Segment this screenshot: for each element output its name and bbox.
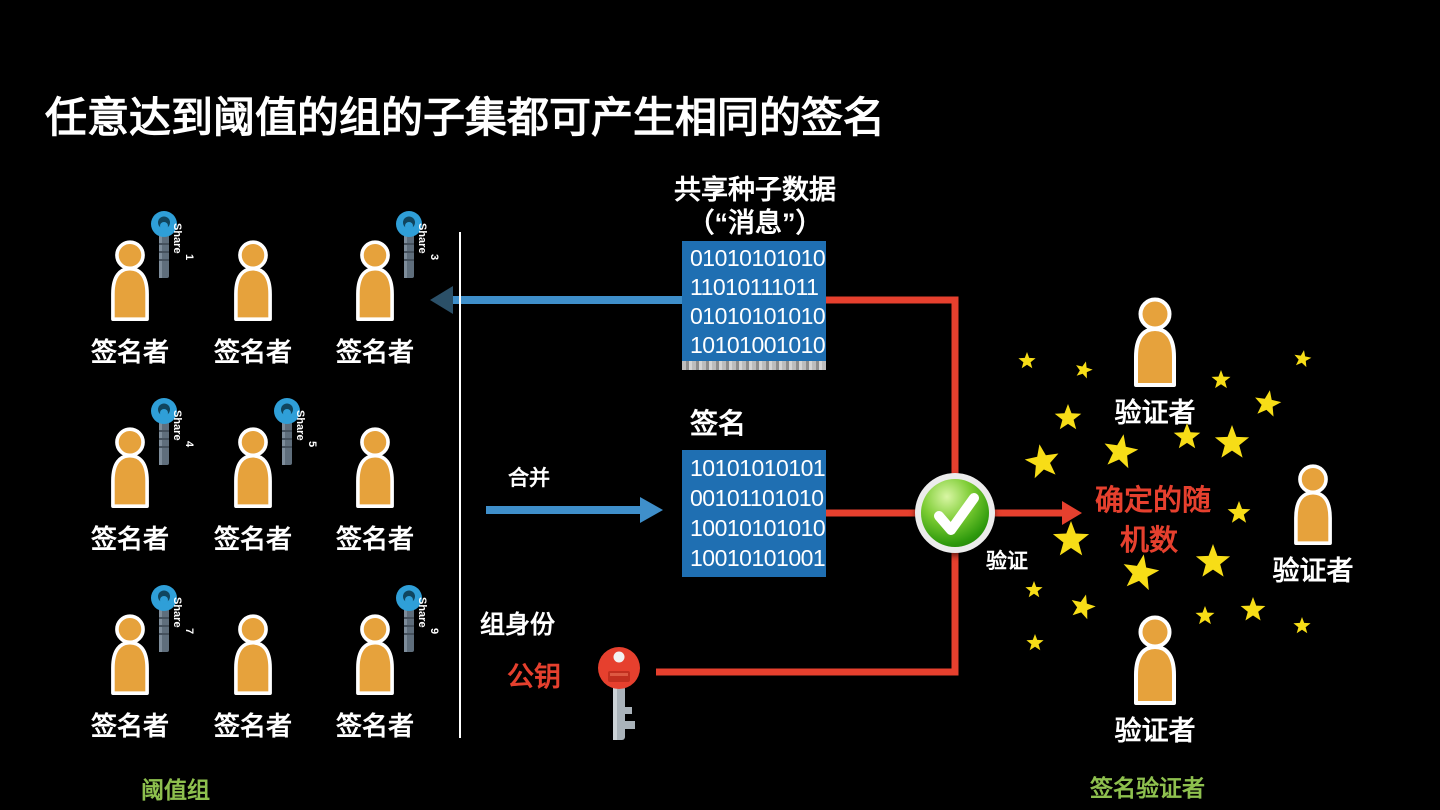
message-box-shadow [682, 361, 826, 370]
star-icon [1024, 632, 1046, 659]
public-key-label: 公钥 [507, 662, 561, 692]
star-icon [1171, 421, 1203, 458]
message-bits-box: 01010101010 11010111011 01010101010 1010100… [682, 241, 826, 361]
signature-verifiers-caption: 签名验证者 [1090, 775, 1205, 801]
merge-arrowhead-icon [640, 497, 663, 523]
signer-label: 签名者 [90, 711, 169, 741]
share-label: Share [171, 410, 183, 441]
bit-string: 10010101001 [690, 545, 826, 571]
verifier-person-icon [1125, 613, 1185, 711]
signer-person-icon [226, 612, 280, 701]
signer-person-icon [226, 425, 280, 514]
share-number: 9 [428, 628, 440, 635]
star-icon [1016, 350, 1038, 377]
group-divider-line [459, 232, 461, 738]
signer-person-icon [103, 612, 157, 701]
share-number: 7 [183, 628, 195, 635]
bit-string: 10101001010 [690, 332, 826, 358]
signer-person-icon [103, 425, 157, 514]
verifier-label: 验证者 [1114, 716, 1196, 746]
signer-person-icon [348, 425, 402, 514]
bit-string: 10010101010 [690, 515, 826, 541]
star-icon [1289, 346, 1315, 376]
star-icon [1193, 542, 1233, 587]
signer-person-icon [226, 238, 280, 327]
signer-label: 签名者 [335, 524, 414, 554]
verifier-person-icon [1286, 462, 1340, 551]
verifier-person-icon [1125, 295, 1185, 393]
bit-string: 01010101010 [690, 245, 826, 271]
bit-string: 00101101010 [690, 485, 824, 511]
star-icon [1019, 439, 1066, 490]
star-icon [1291, 615, 1313, 642]
distribute-arrow-line [450, 296, 683, 304]
share-label: Share [416, 223, 428, 254]
threshold-group-caption: 阈值组 [141, 777, 210, 803]
star-icon [1115, 549, 1165, 603]
signer-person-icon [348, 238, 402, 327]
star-icon [1096, 429, 1143, 480]
share-label: Share [171, 597, 183, 628]
share-number: 5 [306, 441, 318, 448]
verifier-label: 验证者 [1272, 556, 1354, 586]
star-icon [1212, 423, 1252, 468]
star-icon [1248, 386, 1286, 428]
result-text-line1: 确定的随 [1095, 485, 1212, 517]
star-icon [1193, 604, 1217, 633]
public-key-icon [598, 647, 640, 740]
star-icon [1023, 579, 1045, 606]
signer-person-icon [348, 612, 402, 701]
signer-label: 签名者 [335, 337, 414, 367]
result-arrowhead-icon [1062, 501, 1082, 525]
verifier-label: 验证者 [1114, 398, 1196, 428]
star-icon [1052, 402, 1084, 439]
signer-person-icon [103, 238, 157, 327]
signer-label: 签名者 [213, 711, 292, 741]
share-number: 4 [183, 441, 195, 448]
verify-label: 验证 [986, 550, 1028, 573]
star-icon [1063, 589, 1101, 631]
bit-string: 11010111011 [690, 274, 819, 300]
signer-label: 签名者 [213, 524, 292, 554]
signature-bits-box: 10101010101 00101101010 10010101010 1001010… [682, 450, 826, 577]
star-icon [1238, 595, 1268, 630]
share-number: 3 [428, 254, 440, 261]
signer-label: 签名者 [90, 337, 169, 367]
shared-seed-heading-line2: （“消息”） [687, 208, 823, 238]
page-title: 任意达到阈值的组的子集都可产生相同的签名 [45, 94, 886, 141]
signer-label: 签名者 [335, 711, 414, 741]
bit-string: 10101010101 [690, 455, 826, 481]
bit-string: 01010101010 [690, 303, 826, 329]
share-number: 1 [183, 254, 195, 261]
star-icon [1209, 368, 1233, 397]
star-icon [1225, 499, 1253, 532]
share-label: Share [171, 223, 183, 254]
result-text-line2: 机数 [1120, 525, 1179, 557]
signer-label: 签名者 [90, 524, 169, 554]
star-icon [1050, 519, 1092, 566]
merge-arrow-line [486, 506, 641, 514]
verify-check-icon [915, 473, 995, 553]
distribute-arrowhead-icon [430, 286, 453, 314]
shared-seed-heading-line1: 共享种子数据 [674, 175, 836, 205]
group-identity-heading: 组身份 [480, 611, 556, 639]
share-label: Share [416, 597, 428, 628]
signer-label: 签名者 [213, 337, 292, 367]
signature-heading: 签名 [690, 408, 747, 439]
star-icon [1069, 357, 1097, 389]
merge-label: 合并 [508, 467, 550, 490]
share-label: Share [294, 410, 306, 441]
